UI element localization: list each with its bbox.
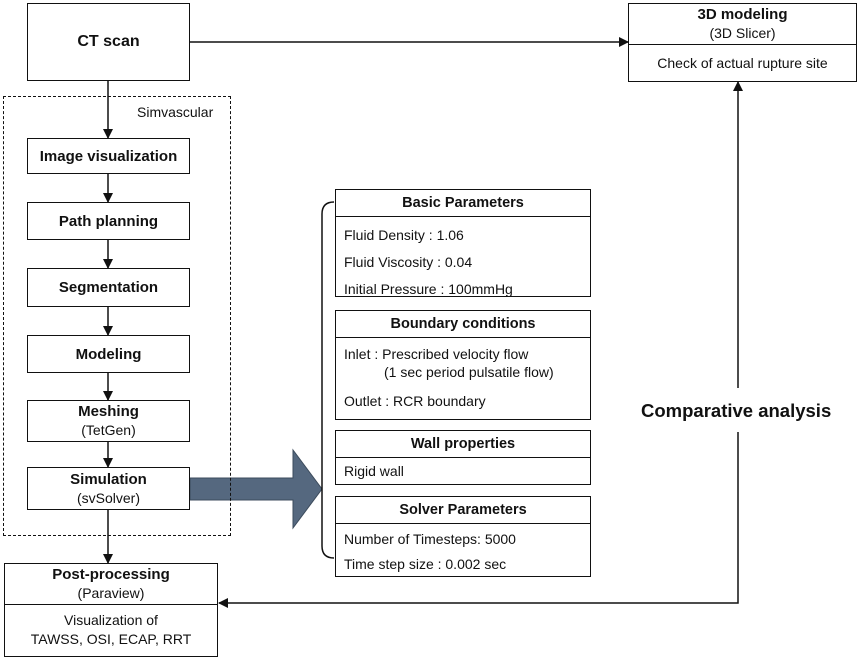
path-planning-box: Path planning xyxy=(27,202,190,240)
basic-parameters-box: Basic Parameters Fluid Density : 1.06 Fl… xyxy=(335,189,591,297)
post-processing-body-line2: TAWSS, OSI, ECAP, RRT xyxy=(30,631,192,647)
3d-modeling-box: 3D modeling (3D Slicer) Check of actual … xyxy=(628,3,857,82)
inlet-condition: Inlet : Prescribed velocity flow xyxy=(344,346,529,362)
path-planning-label: Path planning xyxy=(58,212,159,230)
simulation-label: Simulation xyxy=(70,470,147,488)
ct-scan-box: CT scan xyxy=(27,3,190,81)
outlet-condition: Outlet : RCR boundary xyxy=(344,393,486,409)
boundary-conditions-box: Boundary conditions Inlet : Prescribed v… xyxy=(335,310,591,420)
post-processing-box: Post-processing (Paraview) Visualization… xyxy=(4,563,218,657)
solver-parameters-box: Solver Parameters Number of Timesteps: 5… xyxy=(335,496,591,577)
wall-properties-title: Wall properties xyxy=(336,431,590,458)
number-of-timesteps: Number of Timesteps: 5000 xyxy=(344,531,516,547)
meshing-box: Meshing (TetGen) xyxy=(27,400,190,442)
segmentation-box: Segmentation xyxy=(27,268,190,307)
3d-modeling-header: 3D modeling (3D Slicer) xyxy=(629,4,856,45)
modeling-box: Modeling xyxy=(27,335,190,373)
image-visualization-box: Image visualization xyxy=(27,138,190,174)
arrow-to-postprocessing xyxy=(218,432,739,608)
parameters-brace xyxy=(321,201,335,559)
meshing-label: Meshing xyxy=(78,403,139,420)
segmentation-label: Segmentation xyxy=(58,279,159,296)
simvascular-label: Simvascular xyxy=(137,104,214,120)
wall-properties-box: Wall properties Rigid wall xyxy=(335,430,591,485)
image-visualization-label: Image visualization xyxy=(39,147,178,165)
simulation-box: Simulation (svSolver) xyxy=(27,467,190,510)
solver-parameters-title: Solver Parameters xyxy=(336,497,590,524)
3d-modeling-sub: (3D Slicer) xyxy=(709,25,776,41)
meshing-sublabel: (TetGen) xyxy=(81,422,136,438)
post-processing-sub: (Paraview) xyxy=(77,585,145,601)
boundary-conditions-title: Boundary conditions xyxy=(336,311,590,338)
fluid-viscosity: Fluid Viscosity : 0.04 xyxy=(344,254,473,270)
post-processing-title: Post-processing xyxy=(52,566,170,583)
post-processing-header: Post-processing (Paraview) xyxy=(5,564,217,605)
time-step-size: Time step size : 0.002 sec xyxy=(344,556,507,572)
post-processing-body-line1: Visualization of xyxy=(64,612,158,628)
post-processing-body: Visualization of TAWSS, OSI, ECAP, RRT xyxy=(5,605,217,655)
3d-modeling-title: 3D modeling xyxy=(697,6,788,23)
rigid-wall: Rigid wall xyxy=(344,463,404,479)
initial-pressure: Initial Pressure : 100mmHg xyxy=(344,281,513,297)
comparative-analysis-label: Comparative analysis xyxy=(641,400,832,421)
3d-modeling-body-text: Check of actual rupture site xyxy=(657,55,828,71)
3d-modeling-body: Check of actual rupture site xyxy=(629,45,856,81)
modeling-label: Modeling xyxy=(75,345,142,363)
simvascular-group xyxy=(3,96,231,536)
basic-parameters-title: Basic Parameters xyxy=(336,190,590,217)
block-arrow-simulation-to-params xyxy=(189,448,323,530)
fluid-density: Fluid Density : 1.06 xyxy=(344,227,464,243)
ct-scan-label: CT scan xyxy=(77,33,140,50)
inlet-condition-detail: (1 sec period pulsatile flow) xyxy=(384,364,554,380)
simulation-sublabel: (svSolver) xyxy=(76,489,140,506)
